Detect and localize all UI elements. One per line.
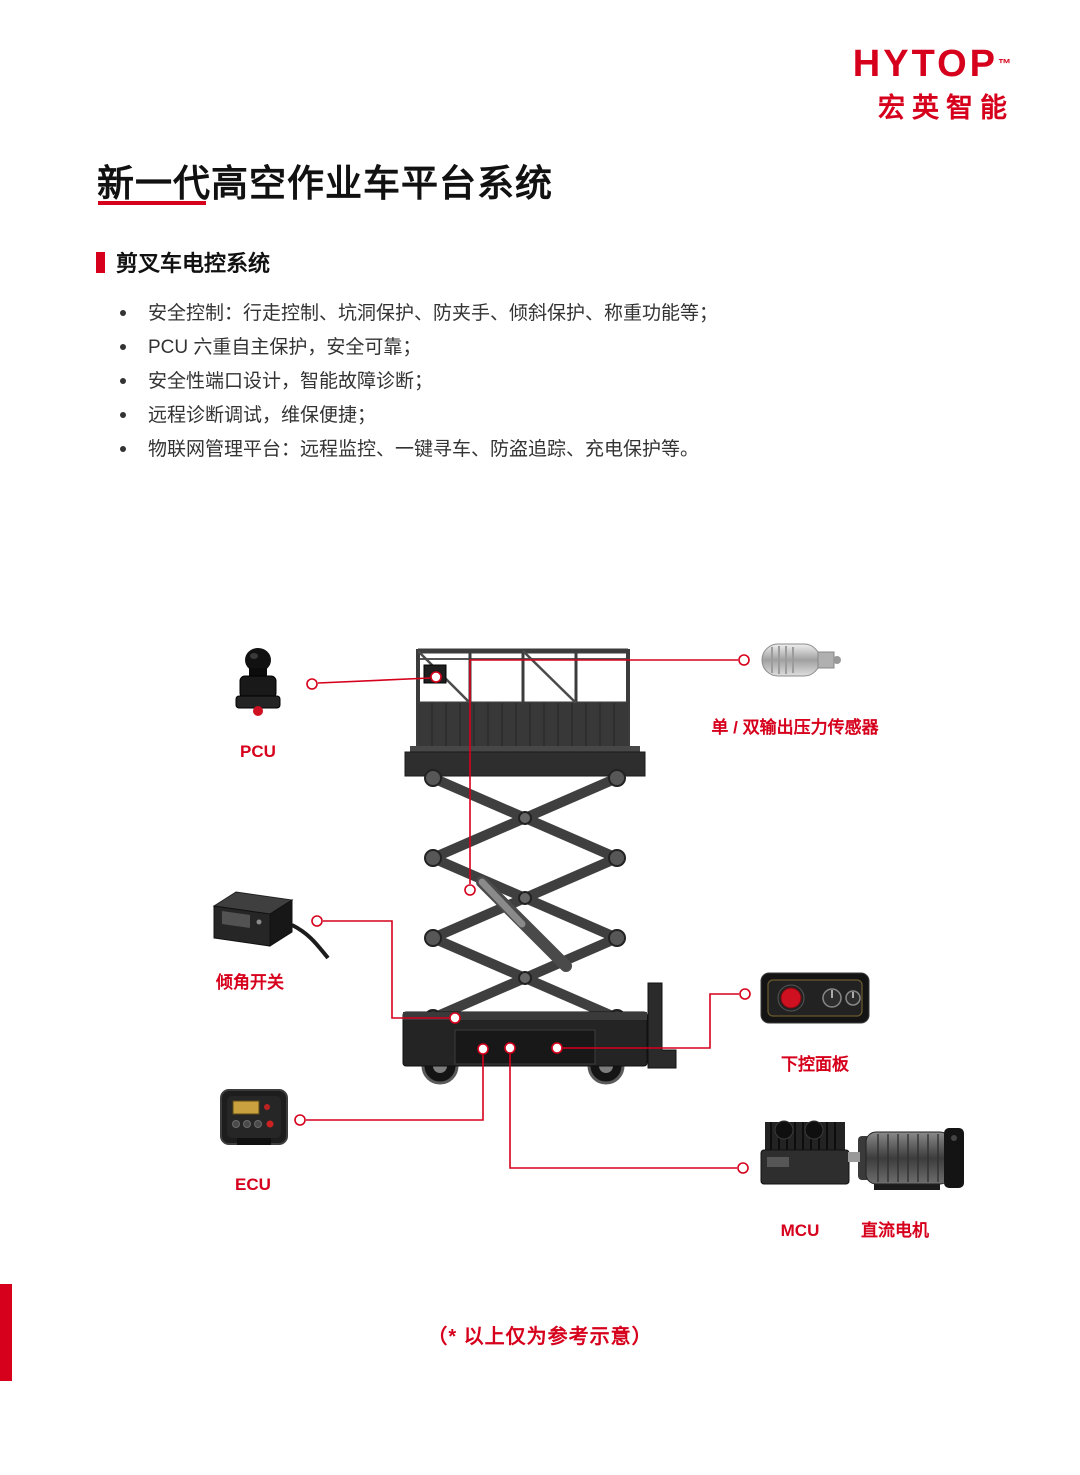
ecu-illustration bbox=[220, 1089, 288, 1145]
bullet-item: 安全性端口设计，智能故障诊断； bbox=[118, 371, 878, 392]
bullet-item: 物联网管理平台：远程监控、一键寻车、防盗追踪、充电保护等。 bbox=[118, 439, 878, 460]
bullet-text: 安全性端口设计，智能故障诊断； bbox=[148, 371, 434, 392]
lower-panel-label: 下控面板 bbox=[781, 1054, 850, 1074]
brand-logo: HYTOP™ 宏英智能 bbox=[853, 44, 1014, 125]
pressure-sensor-label: 单 / 双输出压力传感器 bbox=[711, 717, 879, 737]
title-underline bbox=[98, 201, 206, 205]
callout-lower-panel bbox=[551, 988, 751, 1054]
footnote: （* 以上仅为参考示意） bbox=[427, 1326, 653, 1348]
brand-subtitle: 宏英智能 bbox=[878, 93, 1014, 123]
bullet-item: 安全控制：行走控制、坑洞保护、防夹手、倾斜保护、称重功能等； bbox=[118, 303, 878, 324]
tilt-switch-illustration bbox=[212, 891, 330, 960]
bullet-text: PCU 六重自主保护，安全可靠； bbox=[148, 337, 422, 358]
bullet-text: 安全控制：行走控制、坑洞保护、防夹手、倾斜保护、称重功能等； bbox=[148, 303, 719, 324]
callout-ecu bbox=[294, 1043, 489, 1126]
section-heading: 剪叉车电控系统 bbox=[96, 246, 270, 278]
section-marker bbox=[96, 251, 105, 273]
tilt-switch-label: 倾角开关 bbox=[215, 972, 284, 992]
lower-panel-illustration bbox=[760, 972, 870, 1024]
bullet-text: 远程诊断调试，维保便捷； bbox=[148, 405, 377, 426]
brand-trademark: ™ bbox=[998, 56, 1014, 71]
scissor-lift-illustration bbox=[402, 648, 677, 1085]
section-title: 剪叉车电控系统 bbox=[116, 251, 271, 276]
pcu-illustration bbox=[235, 648, 281, 716]
bullet-text: 物联网管理平台：远程监控、一键寻车、防盗追踪、充电保护等。 bbox=[148, 439, 700, 460]
component-diagram: PCU 单 / 双输出压力传感器 倾角开关 bbox=[212, 643, 964, 1240]
mcu-label: MCU bbox=[781, 1221, 820, 1240]
feature-list: 安全控制：行走控制、坑洞保护、防夹手、倾斜保护、称重功能等； PCU 六重自主保… bbox=[118, 303, 878, 473]
dc-motor-illustration bbox=[848, 1128, 964, 1190]
callout-pcu bbox=[306, 671, 442, 690]
pcu-label: PCU bbox=[240, 742, 276, 761]
pressure-sensor-illustration bbox=[761, 643, 841, 677]
dc-motor-label: 直流电机 bbox=[861, 1220, 929, 1240]
mcu-illustration bbox=[760, 1120, 850, 1185]
bullet-item: 远程诊断调试，维保便捷； bbox=[118, 405, 878, 426]
brand-wordmark: HYTOP™ bbox=[853, 44, 1014, 84]
callout-lines bbox=[294, 654, 751, 1174]
ecu-label: ECU bbox=[235, 1175, 271, 1194]
brand-name: HYTOP bbox=[852, 43, 998, 85]
callout-pressure-sensor bbox=[464, 654, 750, 896]
bullet-item: PCU 六重自主保护，安全可靠； bbox=[118, 337, 878, 358]
callout-tilt-switch bbox=[311, 915, 461, 1024]
page-edge-accent bbox=[0, 1284, 12, 1381]
callout-mcu bbox=[504, 1042, 749, 1174]
page-title: 新一代高空作业车平台系统 bbox=[97, 162, 553, 204]
